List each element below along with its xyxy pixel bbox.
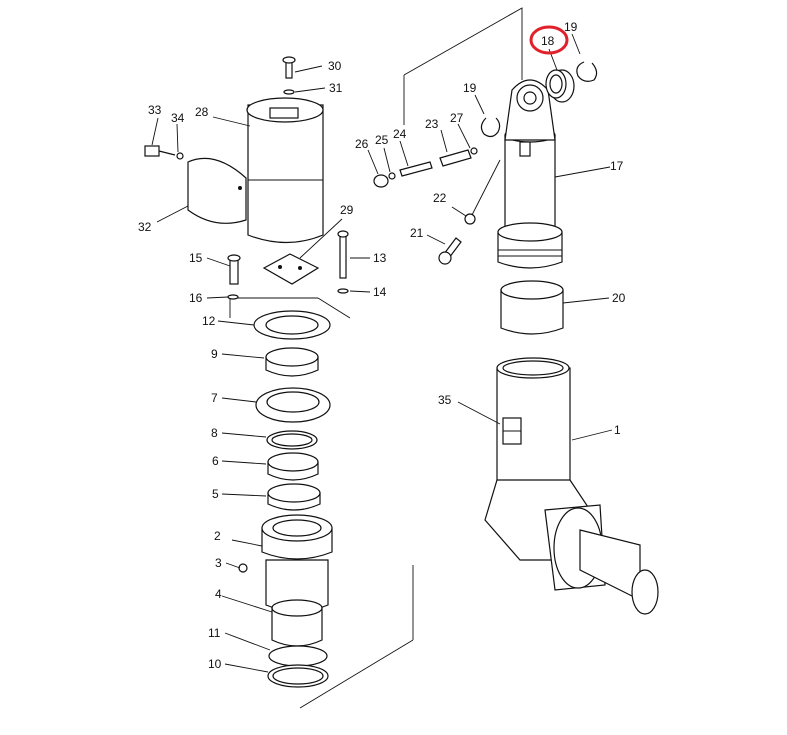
- callout-1: 1: [614, 423, 621, 437]
- callout-27: 27: [450, 111, 464, 125]
- part-12-flange: [253, 310, 331, 340]
- callout-32: 32: [138, 220, 152, 234]
- callout-15: 15: [189, 251, 203, 265]
- callout-18: 18: [541, 34, 555, 48]
- part-6-bearing: [267, 452, 319, 481]
- callout-18-highlight: [529, 25, 569, 55]
- callout-11: 11: [208, 626, 221, 640]
- part-8-ring: [266, 430, 318, 450]
- callout-12: 12: [202, 314, 216, 328]
- part-5-bearing: [267, 483, 321, 511]
- callout-20: 20: [612, 291, 626, 305]
- callout-10: 10: [208, 657, 222, 671]
- callout-13: 13: [373, 251, 387, 265]
- callout-33: 33: [148, 103, 162, 117]
- part-30-31-bolt: [282, 56, 296, 95]
- part-19-snap-rings: [480, 61, 598, 138]
- part-1-housing: [484, 357, 659, 615]
- part-11-ring: [268, 645, 328, 667]
- callout-4: 4: [215, 587, 222, 601]
- part-29-plate: [262, 253, 320, 285]
- callout-29: 29: [340, 203, 354, 217]
- callout-labels: 1 2 3 4 5 6 7 8 9 10 11 12 13 14 15 16 1…: [138, 20, 626, 671]
- part-28-cover: [246, 97, 324, 244]
- callout-6: 6: [212, 454, 219, 468]
- callout-23: 23: [425, 117, 439, 131]
- callout-21: 21: [410, 226, 424, 240]
- callout-22: 22: [433, 191, 447, 205]
- callout-34: 34: [171, 111, 185, 125]
- part-23-27-fittings: [373, 147, 478, 265]
- part-17-cylinder: [497, 79, 563, 269]
- part-20-bushing: [500, 280, 564, 335]
- callout-26: 26: [355, 137, 369, 151]
- part-18-bushing: [545, 69, 575, 103]
- leader-lines: [151, 33, 613, 673]
- callout-2: 2: [214, 529, 221, 543]
- callout-9: 9: [211, 347, 218, 361]
- callout-24: 24: [393, 127, 407, 141]
- part-32-cover: [187, 157, 247, 224]
- callout-7: 7: [211, 391, 218, 405]
- callout-19-left: 19: [463, 81, 477, 95]
- part-10-ring: [267, 664, 329, 688]
- part-13-14-bolt: [337, 230, 349, 294]
- callout-25: 25: [375, 133, 389, 147]
- part-9-ring: [265, 347, 319, 377]
- callout-8: 8: [211, 426, 218, 440]
- callout-31: 31: [329, 81, 343, 95]
- callout-16: 16: [189, 291, 203, 305]
- callout-30: 30: [328, 59, 342, 73]
- callout-3: 3: [215, 556, 222, 570]
- part-33-34-bolt: [144, 145, 184, 160]
- callout-19-top: 19: [564, 20, 578, 34]
- part-7-flange: [255, 387, 331, 423]
- part-15-16-bolt: [227, 254, 241, 300]
- part-3-fitting: [238, 563, 248, 573]
- part-4-sleeve: [271, 599, 323, 647]
- callout-5: 5: [212, 487, 219, 501]
- callout-17: 17: [610, 159, 624, 173]
- part-2-housing: [261, 514, 333, 613]
- callout-14: 14: [373, 285, 387, 299]
- callout-35: 35: [438, 393, 452, 407]
- callout-28: 28: [195, 105, 209, 119]
